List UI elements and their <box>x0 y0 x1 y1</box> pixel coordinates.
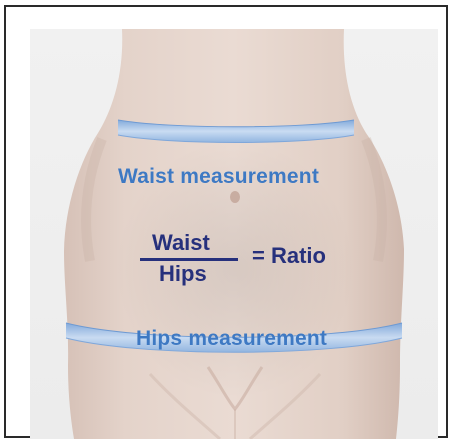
formula-numerator: Waist <box>152 230 210 256</box>
ratio-formula: Waist Hips = Ratio <box>140 230 370 290</box>
formula-result: = Ratio <box>252 243 326 269</box>
formula-denominator: Hips <box>159 261 207 287</box>
hips-measurement-label: Hips measurement <box>136 327 327 351</box>
navel-shape <box>230 191 240 203</box>
figure-panel: Waist measurement Waist Hips = Ratio Hip… <box>30 29 438 439</box>
waist-measurement-label: Waist measurement <box>118 165 319 189</box>
figure-frame: Waist measurement Waist Hips = Ratio Hip… <box>4 5 448 438</box>
